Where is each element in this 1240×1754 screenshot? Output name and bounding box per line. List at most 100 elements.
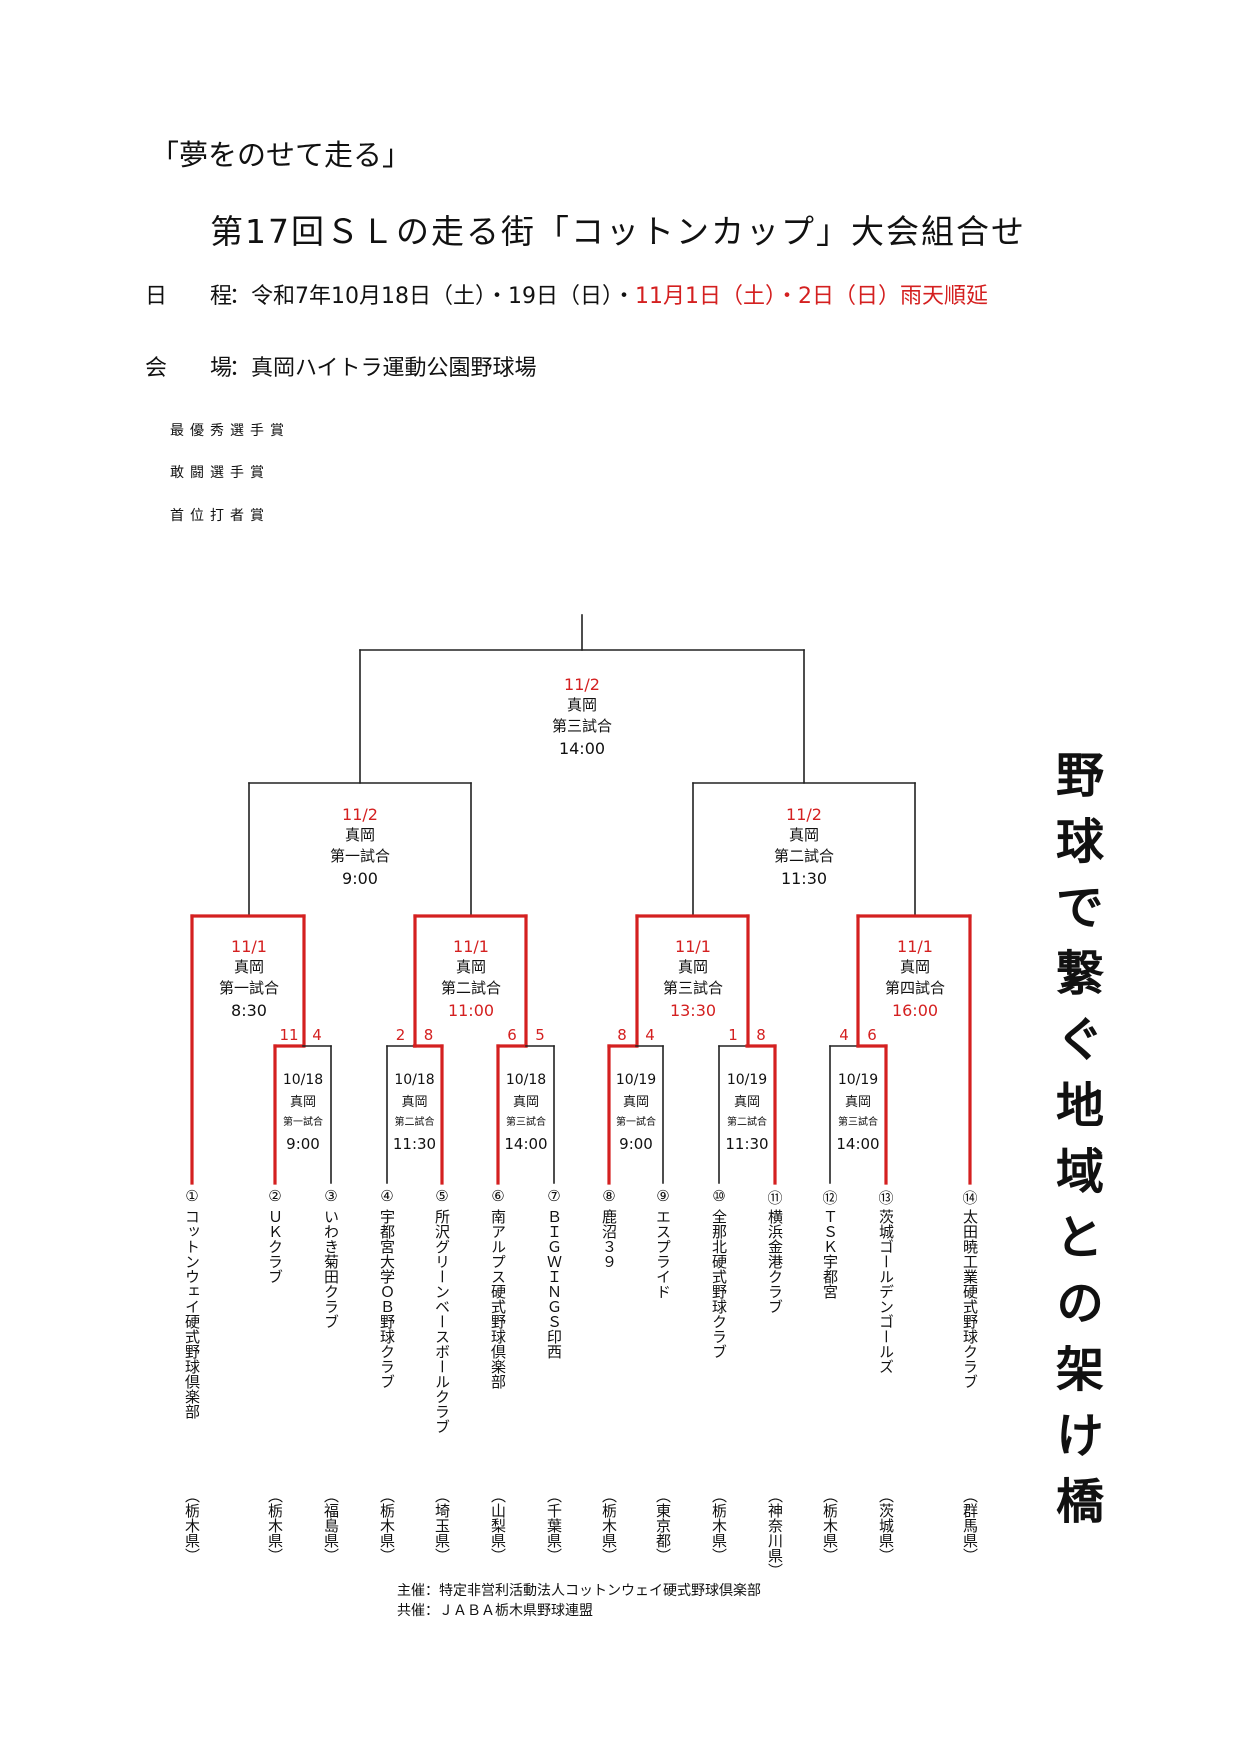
- schedule-row: 日 程：令和7年10月18日（土）・19日（日）・11月1日（土）・2日（日）雨…: [145, 278, 988, 310]
- team-prefecture: （栃木県）: [600, 1488, 618, 1563]
- team-prefecture: （埼玉県）: [433, 1488, 451, 1563]
- team-prefecture: （栃木県）: [183, 1488, 201, 1563]
- first-round-4-score-right: 4: [645, 1026, 655, 1044]
- team-name: コットンウェイ硬式野球倶楽部: [183, 1209, 201, 1419]
- first-round-2-game: 第二試合: [395, 1115, 435, 1128]
- quarterfinal-3-venue: 真岡: [678, 958, 708, 976]
- footer-cohost: 共催：ＪＡＢＡ栃木県野球連盟: [397, 1603, 593, 1619]
- first-round-6-time: 14:00: [836, 1135, 879, 1153]
- team-number: ⑧: [602, 1187, 616, 1205]
- final-match-date: 11/2: [564, 675, 600, 694]
- first-round-1-date: 10/18: [283, 1072, 323, 1088]
- team-number: ⑨: [656, 1187, 670, 1205]
- award-top-batter: 首位打者賞: [170, 508, 270, 524]
- venue-value: ：真岡ハイトラ運動公園野球場: [229, 356, 537, 381]
- first-round-6-game: 第三試合: [838, 1115, 878, 1128]
- quarterfinal-2-game: 第二試合: [441, 979, 501, 997]
- team-number: ④: [380, 1187, 394, 1205]
- semifinal-1-date: 11/2: [342, 805, 378, 824]
- first-round-1-game: 第一試合: [283, 1115, 323, 1128]
- quarterfinal-1-game: 第一試合: [219, 979, 279, 997]
- quarterfinal-4-time: 16:00: [892, 1001, 938, 1020]
- first-round-3-venue: 真岡: [513, 1095, 539, 1110]
- schedule-label: 日 程: [145, 284, 250, 309]
- team-prefecture: （栃木県）: [821, 1488, 839, 1563]
- team-number: ③: [324, 1187, 338, 1205]
- first-round-4-venue: 真岡: [623, 1095, 649, 1110]
- team-number: ⑦: [547, 1187, 561, 1205]
- team-name: 茨城ゴールデンゴールズ: [877, 1209, 895, 1374]
- semifinal-2-time: 11:30: [781, 869, 827, 888]
- team-number: ⑬: [878, 1189, 894, 1207]
- quarterfinal-2-date: 11/1: [453, 937, 489, 956]
- first-round-3-game: 第三試合: [506, 1115, 546, 1128]
- final-match-venue: 真岡: [567, 696, 597, 714]
- first-round-5-score-right: 8: [756, 1026, 766, 1044]
- team-prefecture: （栃木県）: [378, 1488, 396, 1563]
- team-prefecture: （群馬県）: [961, 1488, 979, 1563]
- quarterfinal-1-time: 8:30: [231, 1001, 267, 1020]
- first-round-5-score-left: 1: [728, 1026, 738, 1044]
- team-number: ①: [185, 1187, 199, 1205]
- team-number: ⑫: [822, 1189, 838, 1207]
- semifinal-2-date: 11/2: [786, 805, 822, 824]
- team-number: ⑭: [962, 1189, 978, 1207]
- first-round-1-score-right: 4: [312, 1026, 322, 1044]
- team-name: 鹿沼３９: [600, 1209, 618, 1269]
- quarterfinal-3-game: 第三試合: [663, 979, 723, 997]
- semifinal-1-venue: 真岡: [345, 826, 375, 844]
- first-round-2-score-right: 8: [424, 1026, 434, 1044]
- team-number: ⑤: [435, 1187, 449, 1205]
- first-round-2-venue: 真岡: [401, 1095, 427, 1110]
- quarterfinal-2-time: 11:00: [448, 1001, 494, 1020]
- first-round-3-score-right: 5: [535, 1026, 545, 1044]
- quarterfinal-2-venue: 真岡: [456, 958, 486, 976]
- first-round-4-date: 10/19: [616, 1072, 656, 1088]
- venue-label: 会 場: [145, 356, 250, 381]
- first-round-3-time: 14:00: [504, 1135, 547, 1153]
- team-name: 太田暁工業硬式野球クラブ: [961, 1209, 979, 1389]
- award-fighting-spirit: 敢闘選手賞: [170, 465, 270, 481]
- semifinal-1-time: 9:00: [342, 869, 378, 888]
- first-round-6-venue: 真岡: [845, 1095, 871, 1110]
- team-prefecture: （栃木県）: [710, 1488, 728, 1563]
- first-round-2-time: 11:30: [393, 1135, 436, 1153]
- first-round-1-venue: 真岡: [290, 1095, 316, 1110]
- footer-host: 主催：特定非営利活動法人コットンウェイ硬式野球倶楽部: [397, 1583, 761, 1599]
- team-number: ⑪: [767, 1189, 783, 1207]
- first-round-4-score-left: 8: [617, 1026, 627, 1044]
- first-round-3-date: 10/18: [506, 1072, 546, 1088]
- page-title: 第17回ＳＬの走る街「コットンカップ」大会組合せ: [210, 212, 1026, 251]
- first-round-2-date: 10/18: [394, 1072, 434, 1088]
- semifinal-2-game: 第二試合: [774, 847, 834, 865]
- team-prefecture: （山梨県）: [489, 1488, 507, 1563]
- first-round-6-score-right: 6: [867, 1026, 877, 1044]
- motto: 「夢をのせて走る」: [150, 138, 412, 172]
- team-number: ⑥: [491, 1187, 505, 1205]
- first-round-5-venue: 真岡: [734, 1095, 760, 1110]
- team-name: ＢＩＧＷＩＮＧＳ印西: [545, 1209, 563, 1359]
- team-name: 所沢グリーンベースボールクラブ: [433, 1209, 451, 1434]
- slogan: 野球で繋ぐ地域との架け橋: [1047, 750, 1103, 1542]
- team-name: ＴＳＫ宇都宮: [821, 1209, 839, 1299]
- quarterfinal-3-date: 11/1: [675, 937, 711, 956]
- quarterfinal-3-time: 13:30: [670, 1001, 716, 1020]
- team-prefecture: （福島県）: [322, 1488, 340, 1563]
- team-prefecture: （東京都）: [654, 1488, 672, 1563]
- team-prefecture: （茨城県）: [877, 1488, 895, 1563]
- final-match-game: 第三試合: [552, 717, 612, 735]
- team-prefecture: （栃木県）: [266, 1488, 284, 1563]
- team-name: 横浜金港クラブ: [766, 1209, 784, 1314]
- first-round-6-score-left: 4: [839, 1026, 849, 1044]
- team-name: 南アルプス硬式野球倶楽部: [489, 1209, 507, 1389]
- final-match-time: 14:00: [559, 739, 605, 758]
- team-name: 全那北硬式野球クラブ: [710, 1209, 728, 1359]
- first-round-4-game: 第一試合: [616, 1115, 656, 1128]
- first-round-4-time: 9:00: [619, 1135, 653, 1153]
- first-round-1-score-left: 11: [279, 1026, 298, 1044]
- quarterfinal-1-venue: 真岡: [234, 958, 264, 976]
- schedule-dates-red: 11月1日（土）・2日（日）雨天順延: [634, 284, 988, 309]
- team-number: ⑩: [712, 1187, 726, 1205]
- team-name: エスプライド: [654, 1209, 672, 1299]
